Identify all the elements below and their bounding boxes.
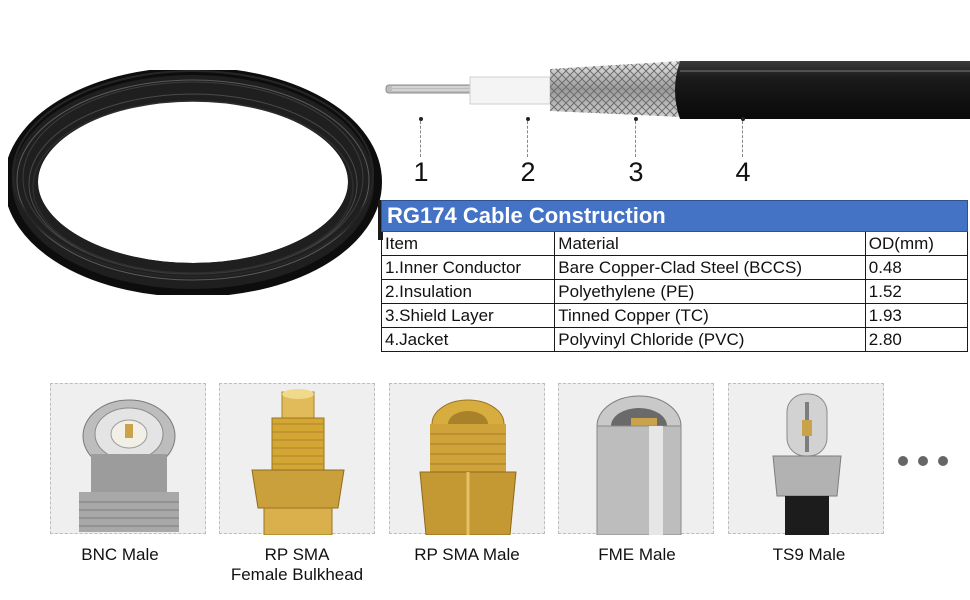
connector-card-rp-sma-female-bulkhead[interactable] [219,383,375,535]
cell-od: 2.80 [864,327,969,352]
rp-sma-male-image [419,399,517,535]
more-dot-icon [898,456,908,466]
cell-od: 1.93 [864,303,969,328]
fme-male-image [596,395,682,535]
rp-sma-female-bulkhead-image [251,389,345,535]
connector-card-ts9-male[interactable] [728,383,884,535]
table-row: 1.Inner Conductor Bare Copper-Clad Steel… [380,255,969,280]
cell-item: 3.Shield Layer [380,303,556,328]
cell-item: 4.Jacket [380,327,556,352]
connector-label-ts9-male: TS9 Male [772,545,846,564]
layer-number-4: 4 [735,157,751,187]
cell-material: Tinned Copper (TC) [554,303,866,328]
table-title: RG174 Cable Construction [381,200,968,232]
connector-label-fme-male: FME Male [598,545,676,564]
connector-label-rp-sma-male: RP SMA Male [414,545,520,564]
construction-table: RG174 Cable Construction Item Material O… [380,200,969,352]
header-material: Material [554,231,866,256]
cell-material: Bare Copper-Clad Steel (BCCS) [554,255,866,280]
connector-card-rp-sma-male[interactable] [389,383,545,535]
cell-material: Polyvinyl Chloride (PVC) [554,327,866,352]
more-dot-icon [938,456,948,466]
bnc-connector-image [79,399,179,532]
connector-card-bnc-male[interactable] [50,383,206,534]
cell-od: 0.48 [864,255,969,280]
header-od: OD(mm) [864,231,969,256]
layer-number-3: 3 [628,157,644,187]
layer-marker-4 [741,117,745,157]
more-dot-icon [918,456,928,466]
connector-label-rp-sma-female-bulkhead: RP SMA Female Bulkhead [230,545,364,584]
cable-layers-image [385,61,970,119]
cell-material: Polyethylene (PE) [554,279,866,304]
layer-number-2: 2 [520,157,536,187]
connector-card-fme-male[interactable] [558,383,714,535]
layer-number-1: 1 [413,157,429,187]
connector-label-bnc-male: BNC Male [81,545,159,564]
table-row: 2.Insulation Polyethylene (PE) 1.52 [380,279,969,304]
table-row: 4.Jacket Polyvinyl Chloride (PVC) 2.80 [380,327,969,352]
table-header-row: Item Material OD(mm) [380,231,969,256]
cell-item: 1.Inner Conductor [380,255,556,280]
cell-item: 2.Insulation [380,279,556,304]
layer-marker-1 [419,117,423,157]
cable-coil-image [8,70,383,295]
ts9-male-image [772,393,842,535]
table-row: 3.Shield Layer Tinned Copper (TC) 1.93 [380,303,969,328]
layer-marker-2 [526,117,530,157]
layer-marker-3 [634,117,638,157]
header-item: Item [380,231,556,256]
cell-od: 1.52 [864,279,969,304]
